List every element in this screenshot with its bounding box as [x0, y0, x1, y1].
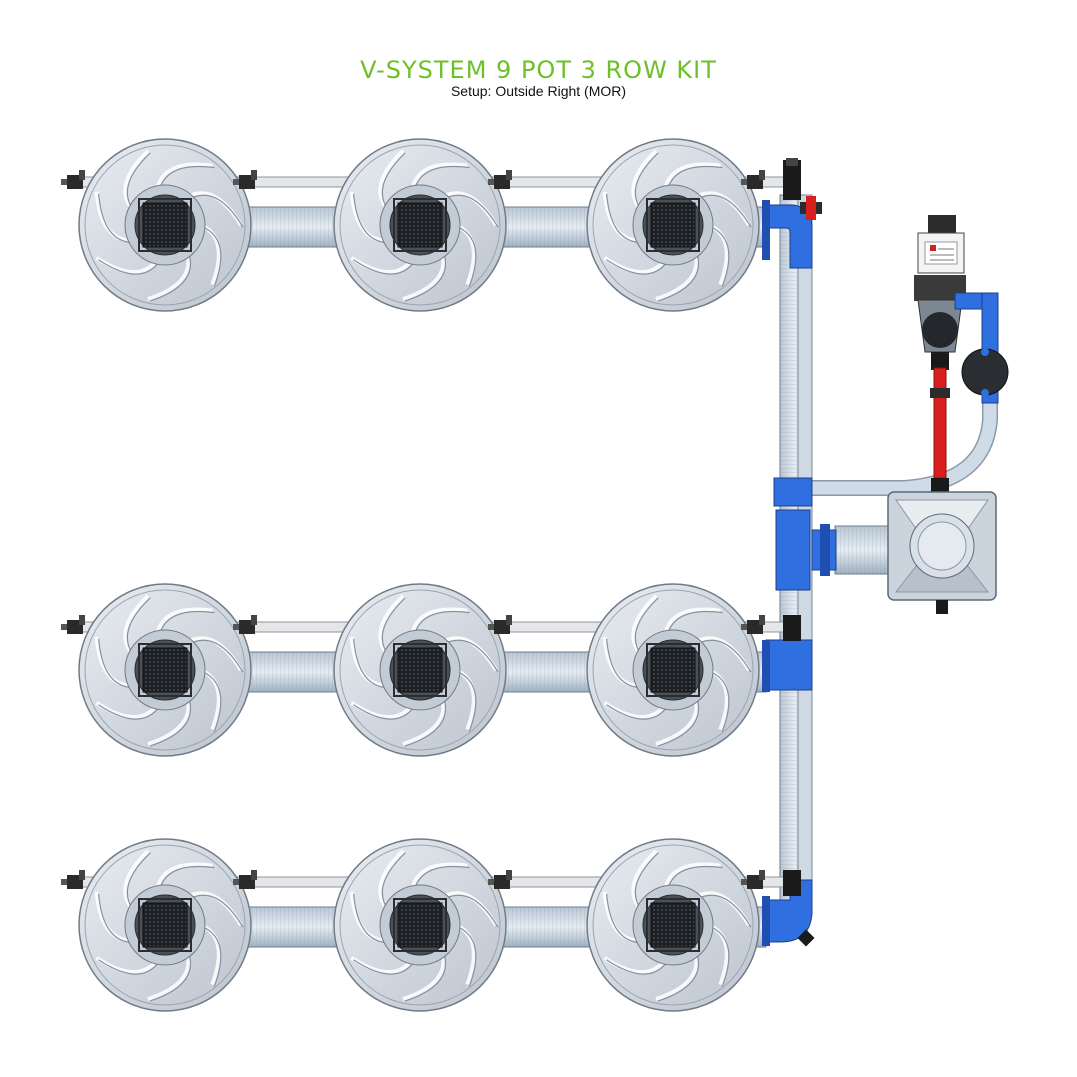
- controller-tank: [887, 491, 997, 614]
- pot: [333, 138, 507, 312]
- pot-mesh-basket: [650, 647, 696, 693]
- pot: [586, 583, 760, 757]
- controller-link-pipe: [834, 525, 896, 575]
- pot: [333, 838, 507, 1012]
- feed-connector-valve: [741, 170, 765, 189]
- bottom-elbow-fitting: [762, 870, 815, 947]
- link-pipe: [495, 206, 598, 248]
- setup-subtitle: Setup: Outside Right (MOR): [450, 83, 627, 99]
- middle-tee-fitting: [773, 477, 837, 591]
- pot-mesh-basket: [397, 647, 443, 693]
- pot: [78, 583, 252, 757]
- pot-mesh-basket: [650, 902, 696, 948]
- pot-row: [61, 138, 791, 312]
- red-check-valve: [800, 196, 822, 220]
- pot-row: [61, 583, 791, 757]
- feed-pump: [914, 215, 966, 353]
- feed-connector-valve: [233, 170, 257, 189]
- link-pipe: [495, 906, 598, 948]
- feed-connector-valve: [61, 170, 85, 189]
- feed-connector-valve: [61, 870, 85, 889]
- return-hose: [812, 400, 998, 496]
- pot-mesh-basket: [650, 202, 696, 248]
- pot-mesh-basket: [142, 647, 188, 693]
- pot: [78, 138, 252, 312]
- link-pipe: [240, 906, 345, 948]
- feed-connector-valve: [488, 615, 512, 634]
- pot: [78, 838, 252, 1012]
- pot-mesh-basket: [397, 202, 443, 248]
- link-pipe: [495, 651, 598, 693]
- pot-mesh-basket: [142, 902, 188, 948]
- feed-connector-valve: [61, 615, 85, 634]
- link-pipe: [240, 206, 345, 248]
- page-title: V-SYSTEM 9 POT 3 ROW KIT: [360, 56, 717, 84]
- flow-gauge: [961, 348, 1009, 397]
- feed-connector-valve: [741, 870, 765, 889]
- pot: [333, 583, 507, 757]
- pot-mesh-basket: [397, 902, 443, 948]
- feed-connector-valve: [741, 615, 765, 634]
- feed-connector-valve: [488, 170, 512, 189]
- link-pipe: [240, 651, 345, 693]
- feed-connector-valve: [233, 870, 257, 889]
- feed-connector-valve: [488, 870, 512, 889]
- pot-mesh-basket: [142, 202, 188, 248]
- feed-connector-valve: [233, 615, 257, 634]
- pot-row: [61, 838, 791, 1012]
- pot: [586, 138, 760, 312]
- pot: [586, 838, 760, 1012]
- row2-tee-fitting: [762, 615, 813, 692]
